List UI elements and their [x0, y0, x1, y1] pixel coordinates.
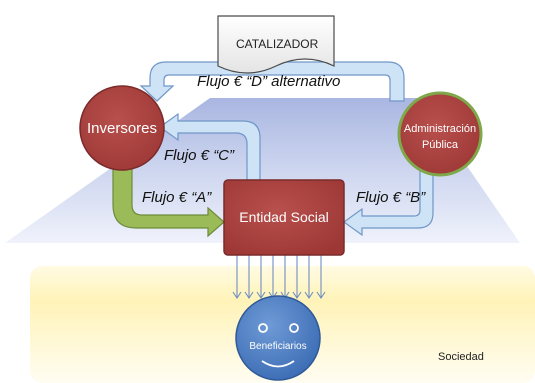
- flow-b-label: Flujo € “B”: [356, 189, 426, 206]
- beneficiaries-label: Beneficiarios: [249, 341, 307, 352]
- flow-d-arrow: [139, 61, 405, 102]
- smile-icon: [261, 360, 295, 368]
- social-entity-node: [223, 179, 345, 256]
- public-admin-label-line1: Administración: [403, 123, 477, 135]
- public-admin-label-line2: Pública: [421, 139, 459, 151]
- background-trapezoid: [5, 98, 520, 243]
- catalyst-label: CATALIZADOR: [236, 37, 319, 51]
- left-eye-icon: [258, 323, 268, 333]
- right-eye-icon: [289, 323, 299, 333]
- flow-a-arrow: [112, 159, 225, 238]
- society-label: Sociedad: [438, 351, 484, 363]
- public-admin-node: [397, 91, 483, 177]
- flow-d-label: Flujo € “D” alternativo: [197, 73, 341, 90]
- investors-label: Inversores: [86, 120, 158, 137]
- beneficiaries-node: [235, 295, 321, 381]
- flow-c-arrow: [158, 112, 261, 181]
- benefit-arrows: [232, 255, 326, 299]
- investors-node: [79, 85, 165, 171]
- flow-c-label: Flujo € “C”: [164, 147, 235, 164]
- social-entity-label: Entidad Social: [239, 209, 329, 225]
- flow-b-arrow: [342, 159, 434, 237]
- flow-a-label: Flujo € “A”: [142, 189, 212, 206]
- catalyst-scroll: [217, 15, 335, 74]
